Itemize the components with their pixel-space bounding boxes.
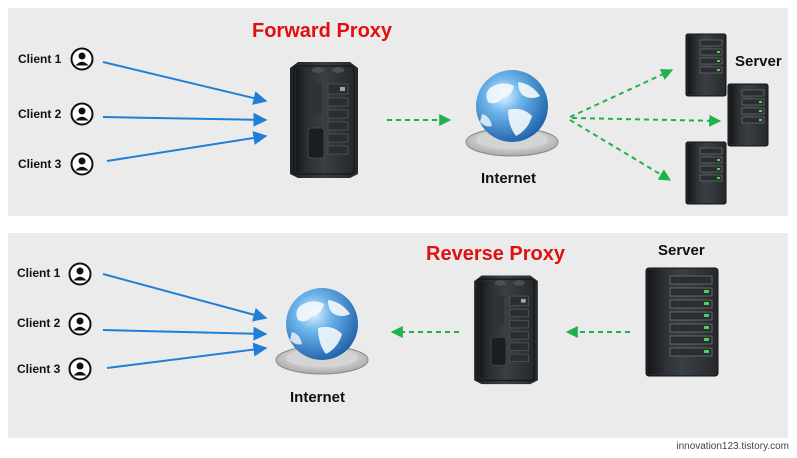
user-circle-icon	[68, 357, 92, 381]
arrow-internet-to-server1	[569, 69, 674, 118]
server-label: Server	[735, 53, 782, 70]
server-rack-icon	[645, 267, 719, 377]
arrow-internet-to-server2	[571, 114, 722, 127]
arrow-client3-to-internet	[106, 342, 268, 369]
arrow-client2-to-internet	[102, 326, 268, 341]
internet-label: Internet	[481, 170, 537, 187]
client-2-label: Client 2	[18, 107, 62, 121]
client-2-label: Client 2	[17, 316, 61, 330]
arrow-client1-to-proxy	[102, 61, 268, 105]
server-rack-icon	[685, 33, 727, 97]
arrow-client2-to-proxy	[102, 112, 268, 127]
proxy-server-tower-icon	[290, 62, 358, 178]
internet-globe-icon	[465, 70, 559, 157]
proxy-server-tower-icon	[474, 275, 538, 385]
client-3-label: Client 3	[18, 157, 62, 171]
credit-text: innovation123.tistory.com	[676, 441, 789, 452]
arrow-client1-to-internet	[102, 273, 268, 322]
server-rack-icon	[685, 141, 727, 205]
internet-globe-icon	[275, 288, 369, 375]
server-rack-icon	[727, 83, 769, 147]
user-circle-icon	[70, 102, 94, 126]
server-label: Server	[658, 242, 705, 259]
internet-label: Internet	[290, 389, 346, 406]
user-circle-icon	[68, 262, 92, 286]
user-circle-icon	[70, 152, 94, 176]
client-1-label: Client 1	[18, 52, 62, 66]
user-circle-icon	[68, 312, 92, 336]
user-circle-icon	[70, 47, 94, 71]
client-3-label: Client 3	[17, 362, 61, 376]
arrow-internet-to-server3	[569, 119, 672, 181]
reverse-proxy-title: Reverse Proxy	[426, 243, 565, 265]
client-1-label: Client 1	[17, 266, 61, 280]
forward-proxy-panel	[8, 8, 788, 216]
forward-proxy-title: Forward Proxy	[252, 20, 393, 42]
arrow-client3-to-proxy	[106, 131, 268, 162]
